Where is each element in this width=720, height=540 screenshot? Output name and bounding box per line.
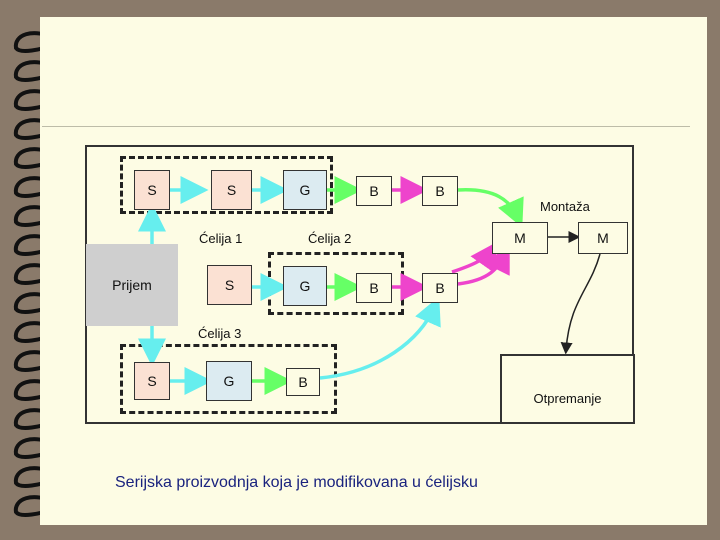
cell-1-outline: [120, 156, 333, 214]
row2-b1: B: [356, 273, 392, 303]
arrow-row2-b1-m: [451, 241, 499, 274]
celija-2-label: Ćelija 2: [308, 231, 352, 246]
row3-s: S: [134, 362, 170, 400]
row1-s1: S: [134, 170, 170, 210]
celija-1-label: Ćelija 1: [199, 231, 243, 246]
prijem-box: Prijem: [86, 244, 178, 326]
row2-g: G: [283, 266, 327, 306]
arrow-b2-m: [457, 188, 524, 228]
montaza-label: Montaža: [540, 199, 590, 214]
row1-s2: S: [211, 170, 252, 210]
page-divider: [42, 126, 690, 127]
row1-b1: B: [356, 176, 392, 206]
arrow-row2-b2-m: [457, 244, 510, 286]
caption: Serijska proizvodnja koja je modifikovan…: [115, 474, 478, 491]
celija-3-label: Ćelija 3: [198, 326, 242, 341]
otpremanje-box: Otpremanje: [500, 354, 635, 424]
arrow-row3-b-b2: [319, 296, 441, 380]
montaza-m2: M: [578, 222, 628, 254]
arrow-m-otpremanje: [560, 253, 601, 355]
montaza-m1: M: [492, 222, 548, 254]
row1-b2: B: [422, 176, 458, 206]
row1-g: G: [283, 170, 327, 210]
row3-b: B: [286, 368, 320, 396]
otpremanje-label: Otpremanje: [533, 391, 602, 406]
cell-3-outline: [120, 344, 337, 414]
row3-g: G: [206, 361, 252, 401]
row2-s: S: [207, 265, 252, 305]
row2-b2: B: [422, 273, 458, 303]
